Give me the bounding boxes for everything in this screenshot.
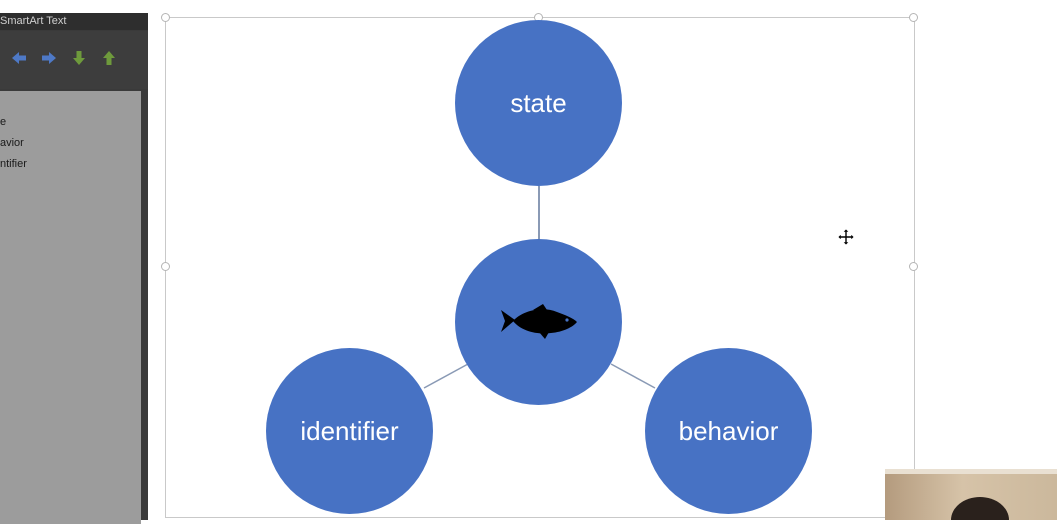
- resize-handle[interactable]: [161, 262, 170, 271]
- pane-toolbar: [0, 31, 148, 89]
- arrow-left-icon[interactable]: [10, 49, 28, 67]
- node-label: behavior: [678, 415, 779, 446]
- node-label: state: [510, 87, 567, 118]
- connector-right: [610, 363, 656, 389]
- arrow-down-icon[interactable]: [70, 49, 88, 67]
- resize-handle[interactable]: [909, 13, 918, 22]
- list-item[interactable]: avior: [0, 137, 24, 149]
- connector-left: [423, 363, 469, 389]
- resize-handle[interactable]: [161, 13, 170, 22]
- pane-text-list[interactable]: e avior ntifier: [0, 91, 141, 524]
- move-cursor-icon: [837, 228, 855, 246]
- node-behavior[interactable]: behavior: [645, 348, 812, 514]
- connector-top: [538, 186, 540, 240]
- list-item[interactable]: e: [0, 116, 7, 128]
- node-label: identifier: [300, 415, 399, 446]
- node-state[interactable]: state: [455, 20, 622, 186]
- arrow-up-icon[interactable]: [100, 49, 118, 67]
- node-identifier[interactable]: identifier: [266, 348, 433, 514]
- resize-handle[interactable]: [909, 262, 918, 271]
- webcam-person: [951, 497, 1009, 520]
- smartart-text-pane: SmartArt Text e avior ntifier: [0, 13, 148, 524]
- webcam-overlay: [885, 469, 1057, 520]
- node-center[interactable]: [455, 239, 622, 405]
- list-item[interactable]: ntifier: [0, 158, 27, 170]
- arrow-right-icon[interactable]: [40, 49, 58, 67]
- pane-header: SmartArt Text: [0, 13, 148, 30]
- webcam-background: [885, 469, 1057, 474]
- fish-icon: [500, 304, 577, 339]
